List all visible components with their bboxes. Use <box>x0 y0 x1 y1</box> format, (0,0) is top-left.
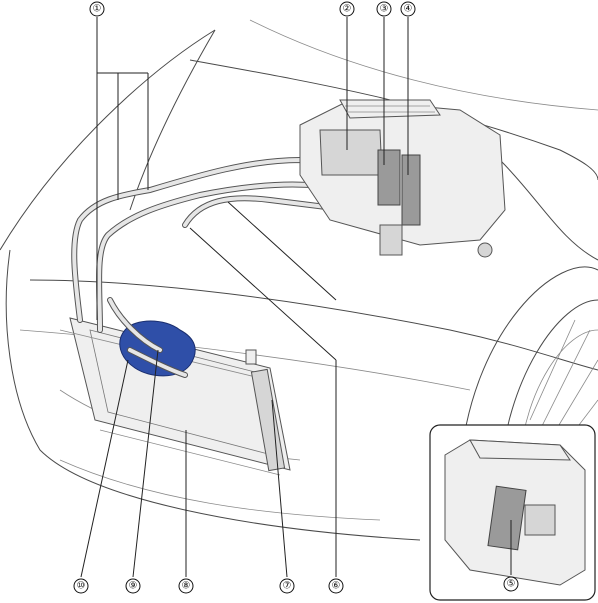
hood-front-crease <box>29 279 598 371</box>
callout-7: ⑦ <box>279 578 295 594</box>
callout-5-label: ⑤ <box>507 579 516 590</box>
bracket <box>245 349 257 365</box>
bumper-outline <box>5 249 421 541</box>
callout-3: ③ <box>376 1 392 17</box>
callout-2-label: ② <box>343 4 352 15</box>
inset-evaporator <box>487 485 527 551</box>
hvac-unit <box>299 99 506 258</box>
callout-1-label: ① <box>93 4 102 15</box>
expansion-valve <box>377 149 401 206</box>
evaporator-pipe <box>401 154 421 226</box>
inset-hvac-top <box>469 439 571 461</box>
hood-left-edge <box>0 29 216 251</box>
callout-4: ④ <box>400 1 416 17</box>
mount <box>477 242 493 258</box>
callout-3-label: ③ <box>380 4 389 15</box>
callout-5: ⑤ <box>503 576 519 592</box>
wheel-arch <box>459 266 598 471</box>
callout-9: ⑨ <box>125 578 141 594</box>
callout-4-label: ④ <box>404 4 413 15</box>
leader-lines <box>80 17 512 578</box>
lower-grille-line <box>59 459 381 521</box>
windshield-top <box>249 19 598 111</box>
callout-8: ⑧ <box>178 578 194 594</box>
fender-line <box>499 159 598 261</box>
callout-8-label: ⑧ <box>182 581 191 592</box>
callout-9-label: ⑨ <box>129 581 138 592</box>
hvac-top <box>339 99 441 119</box>
a-pillar-line <box>129 29 216 211</box>
callout-2: ② <box>339 1 355 17</box>
callout-10: ⑩ <box>73 578 89 594</box>
callout-6-label: ⑥ <box>332 581 341 592</box>
callout-1: ① <box>89 1 105 17</box>
drain-fitting <box>379 224 403 256</box>
inset-valve <box>524 504 556 536</box>
hvac-panel <box>319 129 383 176</box>
inset-panel <box>429 424 596 601</box>
callout-7-label: ⑦ <box>283 581 292 592</box>
callout-10-label: ⑩ <box>77 581 86 592</box>
callout-6: ⑥ <box>328 578 344 594</box>
